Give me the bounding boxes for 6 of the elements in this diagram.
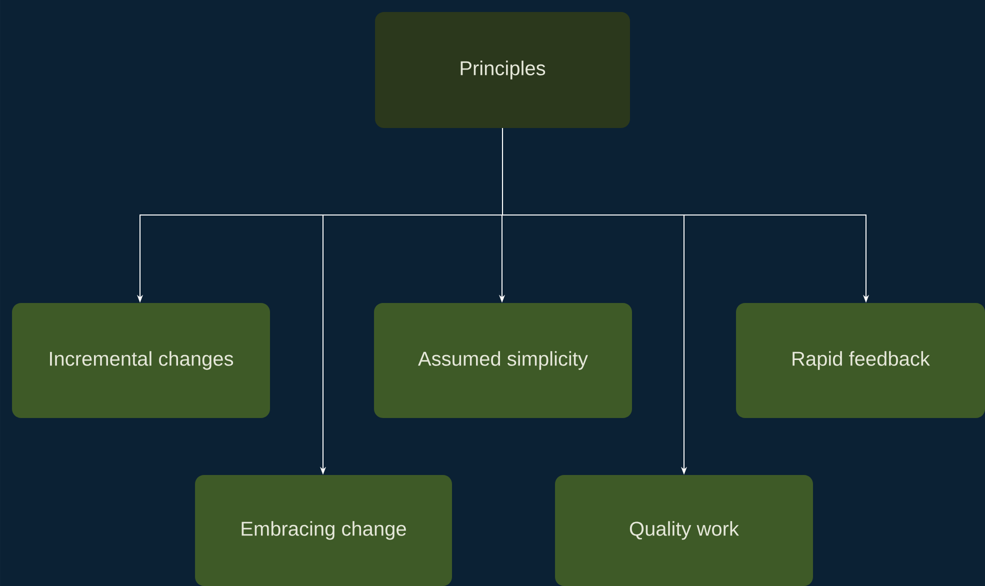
principle-box: Quality work [555, 474, 813, 586]
root-box: Principles [375, 12, 630, 128]
principle-box: Incremental changes [12, 303, 270, 418]
principle-box: Rapid feedback [736, 303, 985, 418]
principle-box: Assumed simplicity [374, 303, 632, 418]
principle-box: Embracing change [195, 474, 452, 586]
